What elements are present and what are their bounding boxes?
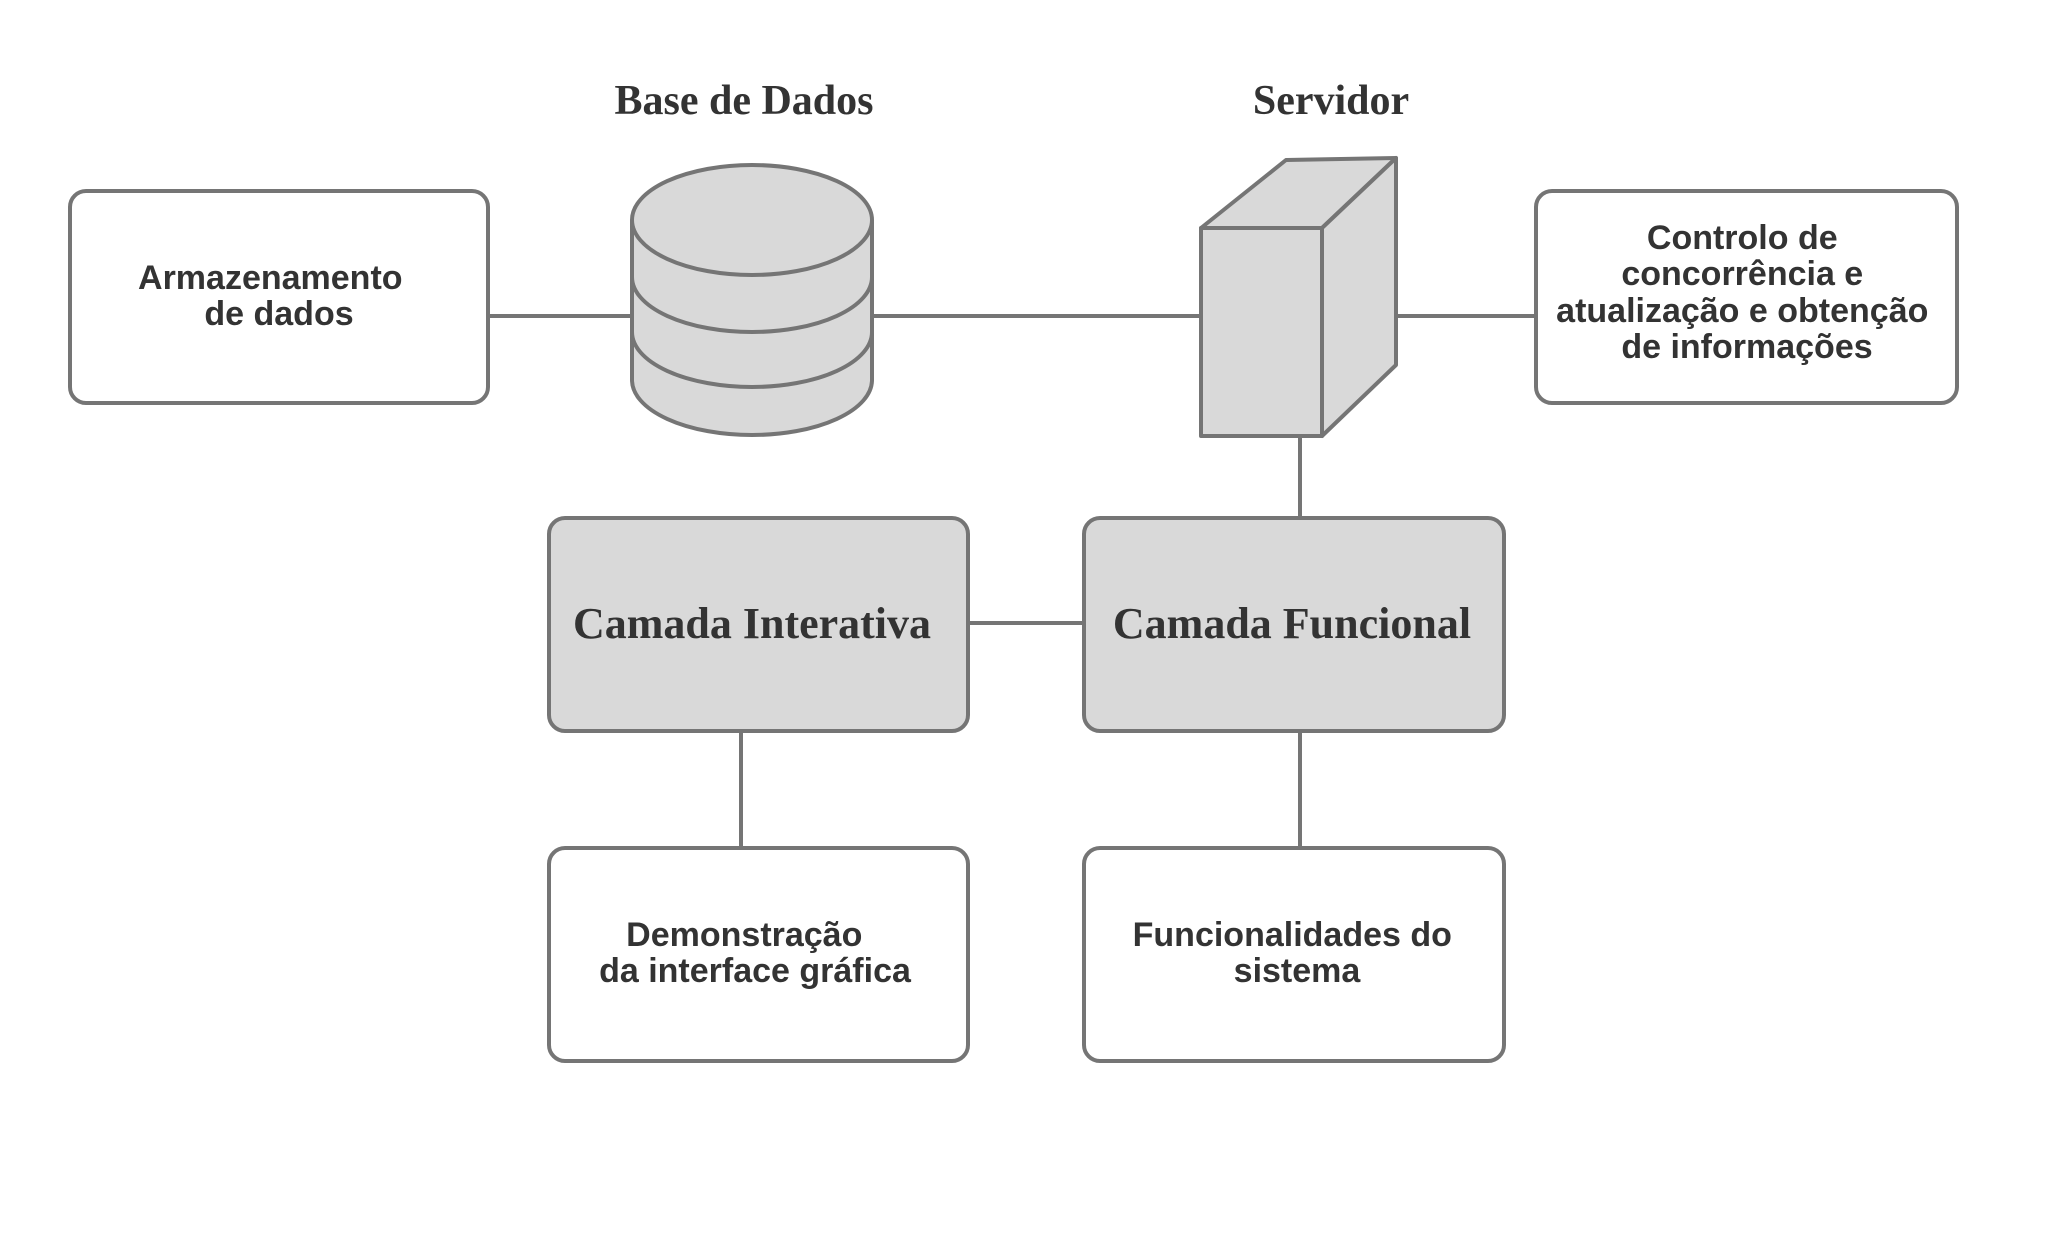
server-title: Servidor xyxy=(1253,78,1409,124)
gui-demo-label-line-1: Demonstração xyxy=(626,916,862,954)
gui-demo-box: Demonstração da interface gráfica xyxy=(547,846,970,1063)
gui-demo-label-line-2: da interface gráfica xyxy=(599,952,912,990)
svg-text:Armazenamento de dados: Armazenamento de dados xyxy=(138,259,412,333)
svg-text:Funcionalidades do siste: Funcionalidades do sistema xyxy=(1133,916,1462,990)
concurrency-label-line-4: de informações xyxy=(1621,328,1872,366)
concurrency-label-line-1: Controlo de xyxy=(1647,219,1838,257)
database-title: Base de Dados xyxy=(614,78,873,124)
system-features-box: Funcionalidades do sistema xyxy=(1082,846,1506,1063)
server-icon xyxy=(1199,156,1398,438)
concurrency-box: Controlo de concorrência e atualização e… xyxy=(1534,189,1959,405)
concurrency-label-line-3: atualização e obtenção xyxy=(1556,292,1928,330)
interactive-layer-box: Camada Interativa xyxy=(547,516,970,733)
system-features-label-line-1: Funcionalidades do xyxy=(1133,916,1452,954)
svg-text:Controlo de concorrência: Controlo de concorrência e atualização e… xyxy=(1556,219,1938,366)
storage-label-line-1: Armazenamento xyxy=(138,259,403,297)
storage-box: Armazenamento de dados xyxy=(68,189,490,405)
connectors xyxy=(488,314,1536,848)
system-features-label-line-2: sistema xyxy=(1234,952,1362,990)
concurrency-label-line-2: concorrência e xyxy=(1621,255,1863,293)
svg-text:Demonstração da interfac: Demonstração da interface gráfica xyxy=(599,916,912,990)
database-icon xyxy=(630,163,874,437)
interactive-layer-label: Camada Interativa xyxy=(573,599,931,648)
functional-layer-label: Camada Funcional xyxy=(1113,599,1471,648)
functional-layer-box: Camada Funcional xyxy=(1082,516,1506,733)
storage-label-line-2: de dados xyxy=(204,295,353,333)
